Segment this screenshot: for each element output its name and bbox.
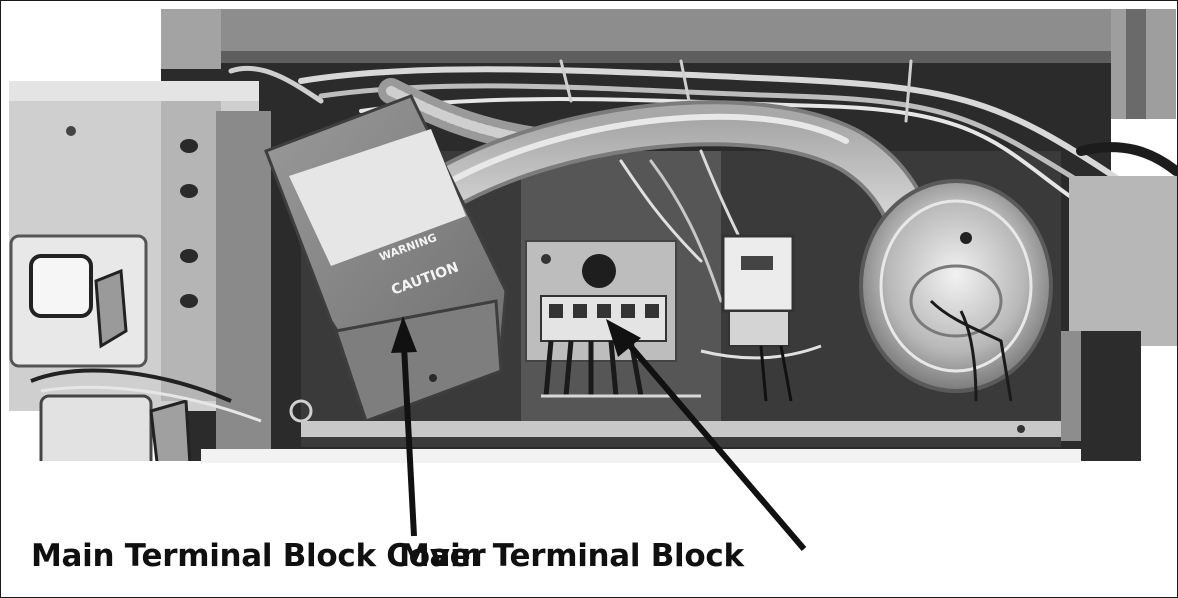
- cover-arrowhead: [391, 316, 417, 353]
- callout-arrows: [391, 316, 807, 551]
- foreground: [1, 461, 1177, 597]
- right-panel: [1061, 176, 1177, 461]
- block-arrowhead: [606, 319, 641, 357]
- terminal-block-cover: WARNING CAUTION: [264, 94, 508, 423]
- floor-rail: [301, 421, 1061, 447]
- terminal-block: [525, 240, 701, 398]
- cover-callout-label: Main Terminal Block Cover: [31, 538, 486, 574]
- block-arrow: [623, 339, 807, 551]
- valve-assembly: [9, 81, 313, 499]
- block-callout-label: Main Terminal Block: [399, 538, 744, 574]
- heating-pan: [859, 179, 1053, 402]
- cover-arrow: [401, 345, 417, 537]
- wiring-harness: [228, 59, 1177, 303]
- relay: [700, 234, 822, 402]
